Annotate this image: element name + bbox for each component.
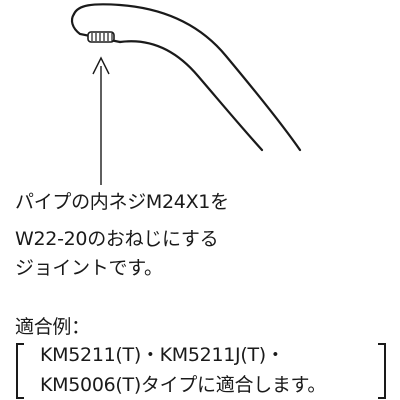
faucet-spout-illustration bbox=[70, 3, 302, 185]
spout-front bbox=[70, 12, 122, 44]
aerator-thread bbox=[87, 31, 115, 43]
spout-pipe bbox=[72, 3, 302, 152]
compatible-models-line-2: KM5006(T)タイプに適合します。 bbox=[40, 374, 327, 396]
description-line-2: W22-20のおねじにする bbox=[15, 228, 219, 250]
compatible-models-line-1: KM5211(T)・KM5211J(T)・ bbox=[40, 344, 285, 366]
compatible-examples-heading: 適合例： bbox=[15, 316, 90, 338]
left-bracket bbox=[16, 343, 24, 399]
description-line-3: ジョイントです。 bbox=[15, 257, 163, 279]
description-line-1: パイプの内ネジM24X1を bbox=[15, 191, 229, 213]
right-bracket bbox=[378, 343, 386, 399]
pointer-arrow bbox=[92, 56, 110, 185]
